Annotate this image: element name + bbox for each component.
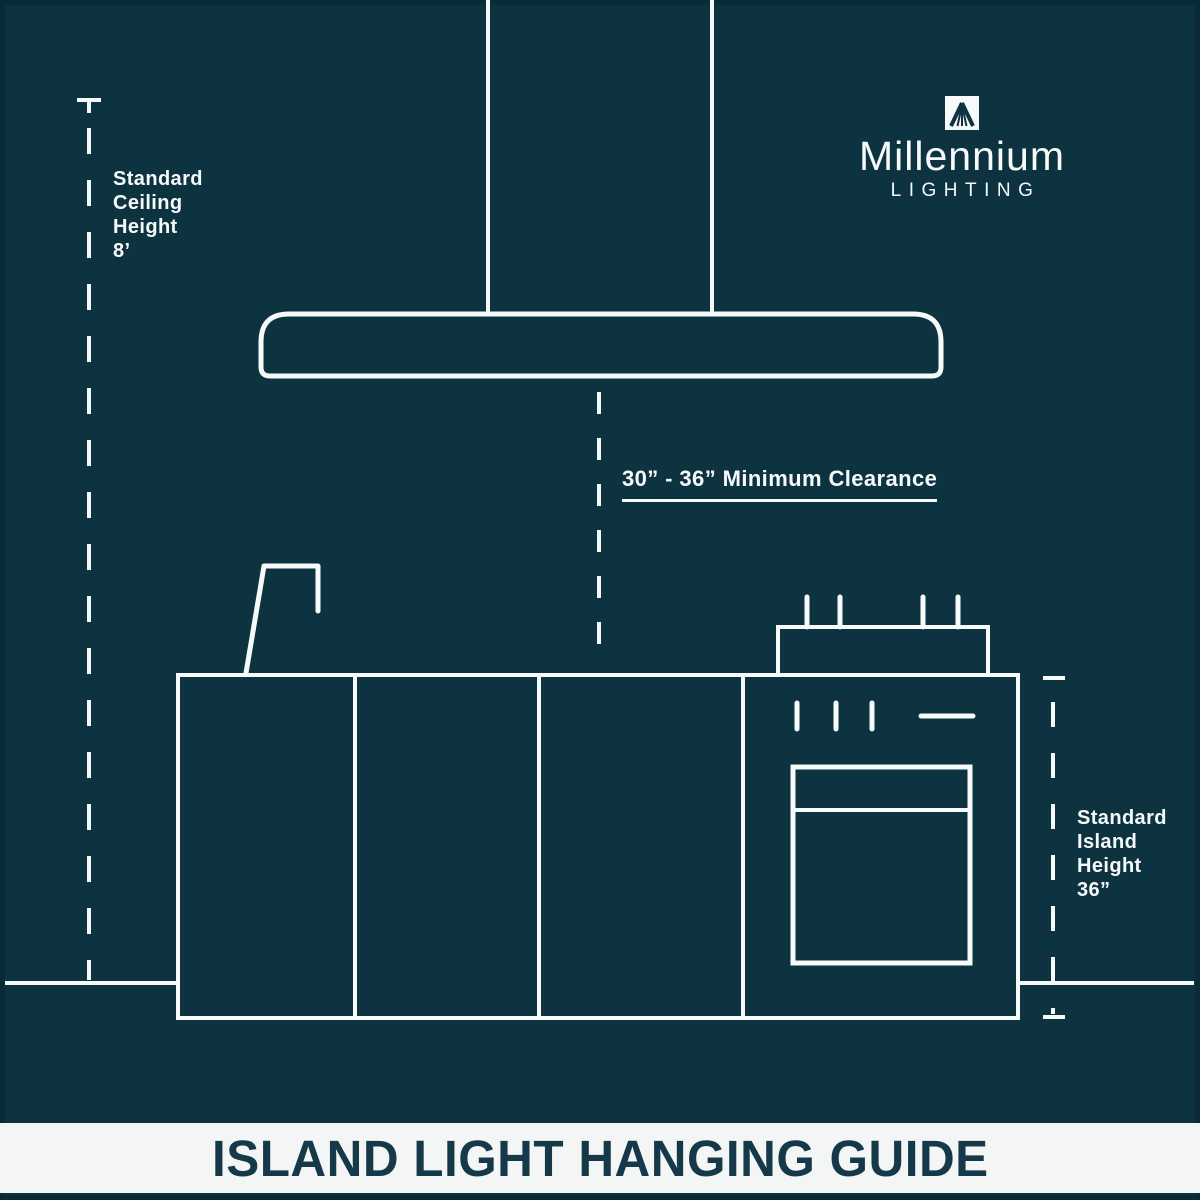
ceiling-height-dimension-line	[77, 98, 101, 980]
island-height-label-line: Standard	[1077, 807, 1167, 829]
island-height-label-line: Height	[1077, 855, 1142, 877]
oven-icon	[790, 700, 976, 966]
ceiling-height-label-line: 8’	[113, 240, 131, 262]
ceiling-mount-rods-icon	[486, 0, 714, 316]
island-height-label: Standard Island Height 36”	[1077, 806, 1167, 902]
island-height-label-line: Island	[1077, 831, 1138, 853]
kitchen-island-icon	[176, 673, 1020, 1020]
island-height-label-line: 36”	[1077, 879, 1111, 901]
ceiling-height-label: Standard Ceiling Height 8’	[113, 167, 203, 263]
millennium-lighting-logo: Millennium LIGHTING	[832, 96, 1092, 202]
mountain-peak-logo-icon	[945, 96, 979, 130]
ceiling-height-label-line: Standard	[113, 168, 203, 190]
logo-brand-text: Millennium	[859, 133, 1065, 179]
ceiling-height-label-line: Height	[113, 216, 178, 238]
page-title: ISLAND LIGHT HANGING GUIDE	[211, 1129, 989, 1187]
island-light-fixture-icon	[258, 311, 944, 379]
minimum-clearance-label: 30” - 36” Minimum Clearance	[622, 466, 938, 502]
faucet-icon	[243, 563, 321, 676]
island-height-dimension-line	[1043, 676, 1065, 1019]
ceiling-height-label-line: Ceiling	[113, 192, 183, 214]
logo-tagline-text: LIGHTING	[890, 180, 1041, 201]
range-backsplash-icon	[776, 594, 990, 677]
footer-title-band: ISLAND LIGHT HANGING GUIDE	[0, 1123, 1200, 1193]
